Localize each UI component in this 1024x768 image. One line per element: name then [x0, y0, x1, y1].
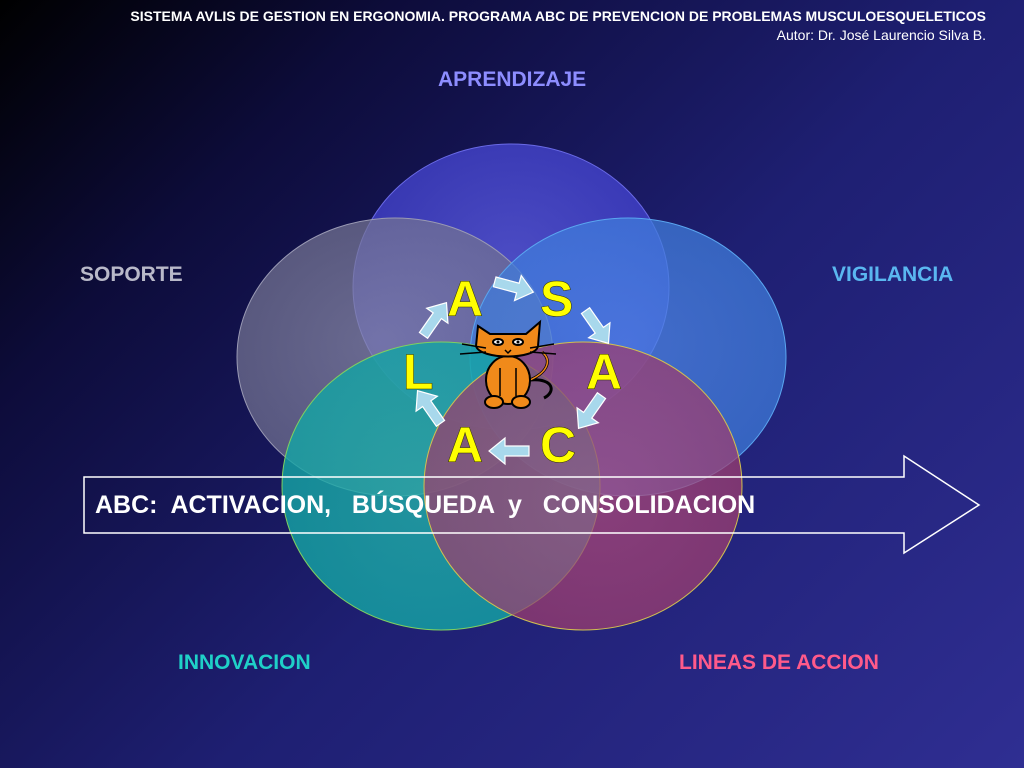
- label-lineas-de-accion: LINEAS DE ACCION: [679, 651, 879, 674]
- header: SISTEMA AVLIS DE GESTION EN ERGONOMIA. P…: [130, 8, 986, 43]
- header-title: SISTEMA AVLIS DE GESTION EN ERGONOMIA. P…: [130, 8, 986, 24]
- header-author: Autor: Dr. José Laurencio Silva B.: [776, 27, 986, 43]
- abc-arrow-shape: [83, 454, 981, 555]
- circle-lineas: [423, 341, 743, 631]
- cat-mascot-icon: [459, 319, 557, 409]
- letter-l: L: [403, 344, 434, 400]
- label-vigilancia: VIGILANCIA: [832, 263, 954, 286]
- cycle-arrow-icon: [415, 389, 446, 428]
- cycle-arrow-icon: [576, 391, 607, 430]
- abc-arrow-label: ABC: ACTIVACION, BÚSQUEDA y CONSOLIDACIO…: [95, 489, 755, 519]
- letter-a-bottom: A: [447, 417, 483, 473]
- cycle-arrow-icon: [488, 436, 530, 466]
- letter-c: C: [540, 417, 576, 473]
- letter-s: S: [540, 271, 573, 327]
- letter-a-top: A: [447, 271, 483, 327]
- label-innovacion: INNOVACION: [178, 651, 311, 674]
- cycle-arrow-icon: [492, 274, 535, 302]
- label-aprendizaje: APRENDIZAJE: [438, 68, 587, 91]
- label-soporte: SOPORTE: [80, 263, 183, 286]
- cycle-arrows: [415, 274, 611, 466]
- letter-a-right: A: [586, 344, 622, 400]
- cycle-arrow-icon: [580, 306, 611, 345]
- cycle-arrow-icon: [418, 301, 449, 340]
